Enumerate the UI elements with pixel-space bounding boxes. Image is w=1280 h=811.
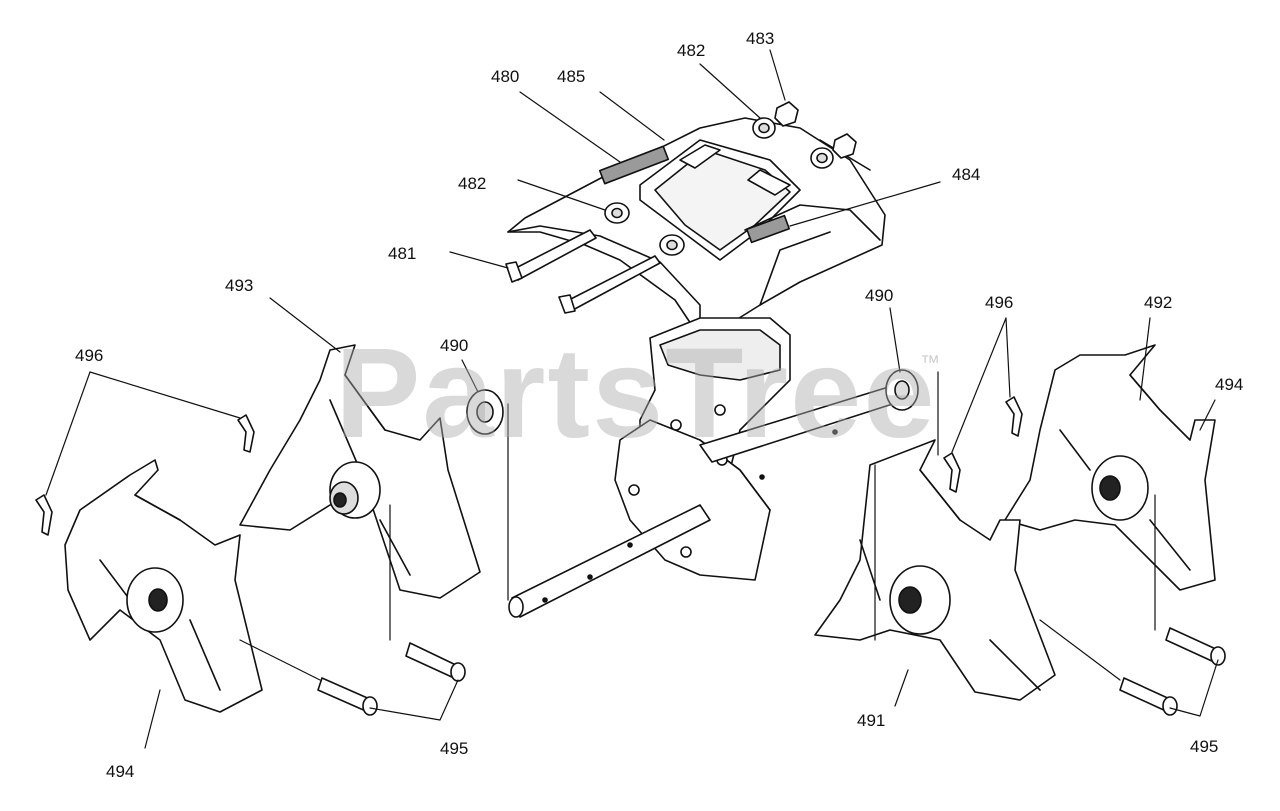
callout-495-left: 495 — [440, 739, 469, 758]
bolt-481 — [505, 229, 661, 314]
callout-494-right: 494 — [1215, 375, 1244, 394]
trademark-symbol: ™ — [920, 352, 940, 374]
tine-axle — [508, 382, 907, 618]
hitch-pin-496-right-a — [1005, 396, 1023, 437]
callout-491: 491 — [857, 711, 886, 730]
callout-494-left: 494 — [106, 762, 135, 781]
callout-490-left: 490 — [440, 336, 469, 355]
callout-496-right: 496 — [985, 293, 1014, 312]
decal-484 — [746, 214, 790, 244]
tine-494-left — [64, 459, 263, 713]
callout-482-upper: 482 — [677, 41, 706, 60]
hitch-pin-496-right-b — [943, 452, 961, 493]
callout-493: 493 — [225, 276, 254, 295]
callout-482-lower: 482 — [458, 174, 487, 193]
washer-490-right — [885, 369, 919, 411]
callout-481: 481 — [388, 244, 417, 263]
callout-492: 492 — [1144, 293, 1173, 312]
clevis-pin-495-right — [1119, 627, 1226, 716]
spacer-482-lower — [604, 202, 685, 256]
callout-480: 480 — [491, 67, 520, 86]
clevis-pin-495-left — [317, 642, 466, 716]
callout-484: 484 — [952, 165, 981, 184]
callout-485: 485 — [557, 67, 586, 86]
callout-496-left: 496 — [75, 346, 104, 365]
spacer-482-upper — [752, 117, 834, 169]
hitch-pin-496-left-b — [35, 494, 53, 536]
callout-483: 483 — [746, 29, 775, 48]
tine-492 — [1004, 344, 1216, 591]
washer-490-left — [466, 389, 504, 435]
tine-493 — [239, 344, 481, 599]
tine-491 — [814, 439, 1056, 701]
callout-495-right: 495 — [1190, 737, 1219, 756]
callout-490-right: 490 — [865, 286, 894, 305]
hitch-pin-496-left-a — [237, 414, 255, 453]
nut-483 — [774, 101, 857, 159]
decal-485 — [598, 145, 670, 185]
leader-lines — [45, 49, 1219, 749]
